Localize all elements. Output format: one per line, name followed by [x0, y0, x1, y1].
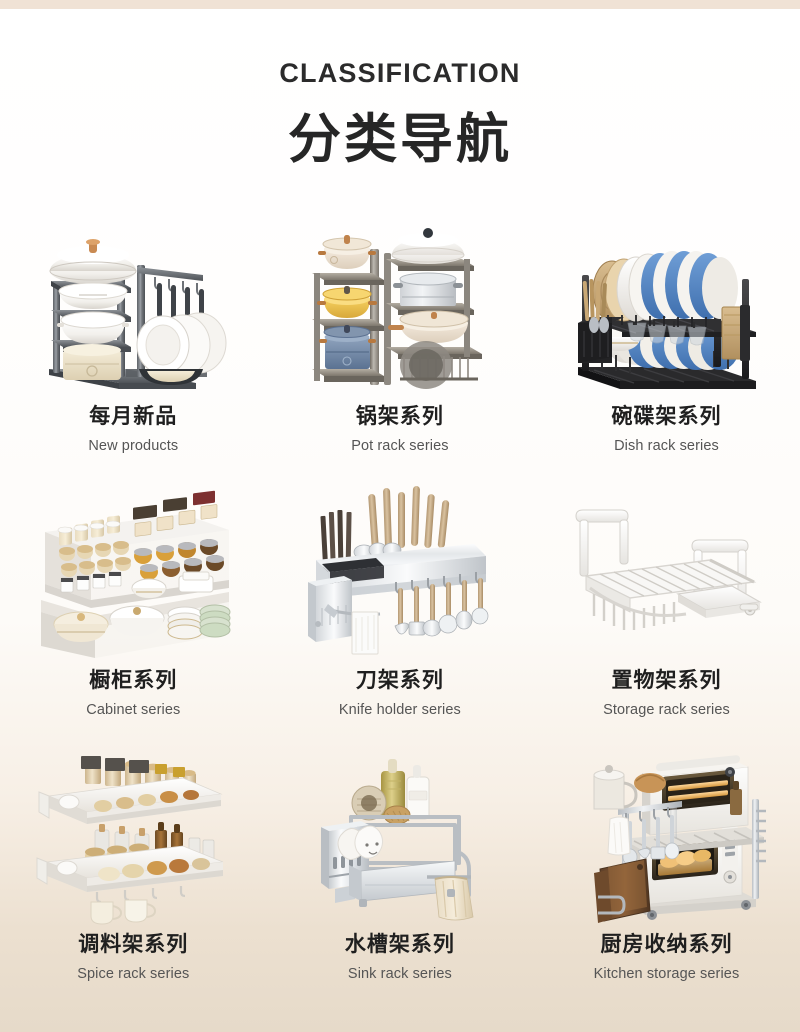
category-label-en: Dish rack series: [614, 438, 719, 454]
category-label-en: Cabinet series: [86, 702, 181, 718]
category-label-en: Pot rack series: [351, 438, 449, 454]
category-card-spice-rack-series[interactable]: 调料架系列 Spice rack series: [0, 746, 267, 1010]
category-label-en: Spice rack series: [77, 966, 190, 982]
category-label-en: Sink rack series: [347, 966, 452, 982]
cabinet-drawer-icon: [28, 482, 238, 664]
category-card-pot-rack-series[interactable]: 锅架系列 Pot rack series: [267, 218, 534, 482]
top-accent-strip: [0, 0, 800, 9]
page-title-english: CLASSIFICATION: [279, 58, 521, 88]
category-label-cn: 锅架系列: [355, 404, 444, 428]
category-card-cabinet-series[interactable]: 橱柜系列 Cabinet series: [0, 482, 267, 746]
category-label-en: New products: [88, 438, 179, 454]
storage-basket-icon: [561, 482, 771, 664]
category-card-kitchen-storage-series[interactable]: 厨房收纳系列 Kitchen storage series: [533, 746, 800, 1010]
category-grid: 每月新品 New products: [0, 218, 800, 1010]
page-title-chinese: 分类导航: [288, 109, 512, 170]
category-card-sink-rack-series[interactable]: 水槽架系列 Sink rack series: [267, 746, 534, 1010]
pot-rack-tiered-icon: [28, 218, 238, 400]
sink-caddy-icon: [295, 746, 505, 928]
pot-rack-stepped-icon: [295, 218, 505, 400]
category-label-cn: 橱柜系列: [89, 668, 178, 692]
category-label-en: Kitchen storage series: [593, 966, 740, 982]
spice-shelf-icon: [28, 746, 238, 928]
category-label-cn: 碗碟架系列: [611, 404, 722, 428]
category-label-cn: 厨房收纳系列: [600, 932, 733, 956]
category-label-cn: 置物架系列: [611, 668, 722, 692]
category-label-en: Storage rack series: [603, 702, 730, 718]
category-card-storage-rack-series[interactable]: 置物架系列 Storage rack series: [533, 482, 800, 746]
category-card-knife-holder-series[interactable]: 刀架系列 Knife holder series: [267, 482, 534, 746]
page-header: CLASSIFICATION 分类导航: [0, 0, 800, 170]
category-card-new-products[interactable]: 每月新品 New products: [0, 218, 267, 482]
category-label-cn: 水槽架系列: [344, 932, 455, 956]
category-label-cn: 每月新品: [89, 404, 178, 428]
dish-rack-icon: [561, 218, 771, 400]
category-label-cn: 调料架系列: [78, 932, 189, 956]
appliance-rack-icon: [561, 746, 771, 928]
category-card-dish-rack-series[interactable]: 碗碟架系列 Dish rack series: [533, 218, 800, 482]
knife-holder-icon: [295, 482, 505, 664]
category-label-en: Knife holder series: [338, 702, 461, 718]
category-label-cn: 刀架系列: [355, 668, 444, 692]
